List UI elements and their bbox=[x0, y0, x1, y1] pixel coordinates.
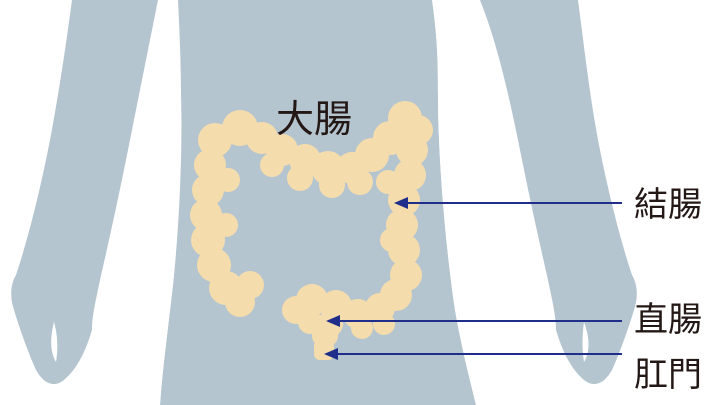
left-arm bbox=[11, 0, 158, 384]
anal-canal-shape bbox=[314, 340, 334, 360]
right-arm bbox=[480, 0, 637, 384]
anus-label: 肛門 bbox=[634, 355, 702, 395]
large-intestine-label: 大腸 bbox=[276, 97, 352, 141]
colon-label: 結腸 bbox=[634, 185, 702, 225]
rectum-label: 直腸 bbox=[634, 300, 702, 340]
